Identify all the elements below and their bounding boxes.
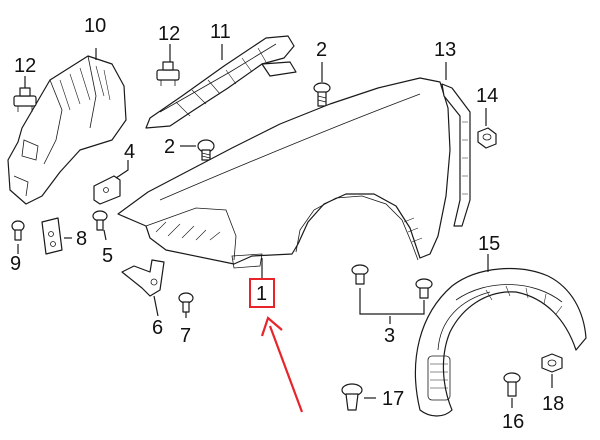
part-7-screw	[178, 292, 194, 313]
part-5-bolt	[92, 210, 108, 231]
callout-9: 9	[10, 253, 21, 275]
leader-lines	[17, 44, 553, 408]
part-18-nut	[541, 353, 563, 373]
callout-12-top: 12	[158, 23, 180, 45]
callout-5: 5	[102, 245, 113, 267]
callout-6: 6	[152, 317, 163, 339]
part-8-plate	[41, 217, 63, 255]
callout-14: 14	[476, 85, 498, 107]
part-3-bolt-right	[415, 278, 433, 299]
callout-1: 1	[256, 283, 267, 305]
highlight-box	[249, 278, 275, 308]
part-2-bolt-top	[313, 82, 331, 107]
part-2-bolt-mid	[197, 139, 215, 161]
highlight-arrow	[268, 325, 304, 413]
part-11-cowl-panel	[145, 35, 297, 129]
highlight-marker	[249, 278, 304, 413]
part-9-pin	[11, 220, 25, 241]
callout-2-mid: 2	[164, 136, 175, 158]
callout-18: 18	[542, 393, 564, 415]
part-3-bolt-left	[351, 264, 369, 285]
callout-7: 7	[180, 325, 191, 347]
callout-15: 15	[478, 233, 500, 255]
part-12-clip-left	[13, 87, 37, 112]
part-13-seal	[441, 83, 471, 227]
part-17-push-clip	[341, 383, 363, 411]
callout-4: 4	[124, 141, 135, 163]
part-6-support-bracket	[121, 259, 165, 297]
callout-8: 8	[76, 228, 87, 250]
callout-10: 10	[84, 15, 106, 37]
callout-labels: 10 12 12 11 2 2 13 14 4 5 8 9 6 7 1 3 15…	[10, 15, 564, 433]
callout-17: 17	[382, 388, 404, 410]
part-1-front-fender	[117, 77, 451, 269]
part-12-clip-top	[156, 61, 180, 86]
highlight-arrowhead	[260, 316, 283, 337]
callout-3: 3	[384, 325, 395, 347]
callout-11: 11	[210, 21, 231, 43]
part-16-bolt	[503, 372, 521, 397]
callout-12-left: 12	[14, 55, 36, 77]
part-15-wheelhouse-liner	[414, 268, 587, 417]
callout-16: 16	[502, 411, 524, 433]
callout-2-top: 2	[316, 39, 327, 61]
part-14-nut	[477, 127, 497, 149]
part-4-bracket	[93, 175, 121, 205]
callout-13: 13	[434, 39, 456, 61]
